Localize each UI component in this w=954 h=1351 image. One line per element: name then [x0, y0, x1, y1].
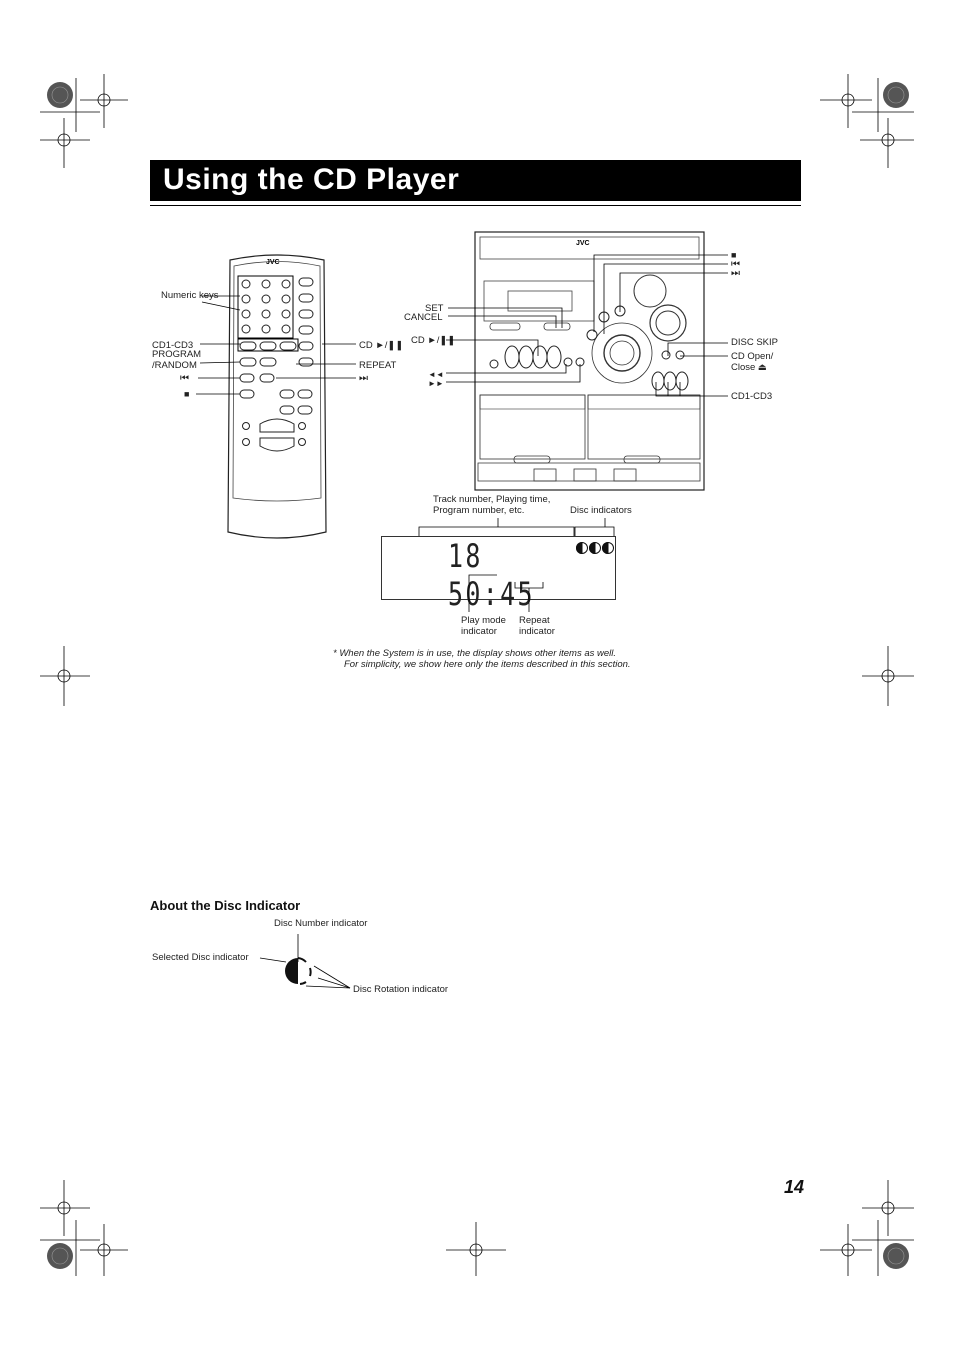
page-title: Using the CD Player	[163, 163, 460, 196]
stereo-unit-illustration: JVC	[474, 231, 705, 491]
footnote-line-2: For simplicity, we show here only the it…	[344, 659, 631, 670]
label-unit-cd-play: CD ►/❚❚	[411, 335, 456, 346]
title-rule	[150, 205, 801, 206]
label-set: SET	[425, 303, 444, 314]
label-disc-skip: DISC SKIP	[731, 337, 778, 348]
section-heading: About the Disc Indicator	[150, 898, 301, 913]
label-cancel: CANCEL	[404, 312, 443, 323]
footnote-line-1: * When the System is in use, the display…	[333, 648, 617, 659]
footnote: * When the System is in use, the display…	[333, 648, 631, 670]
label-track-info: Track number, Playing time, Program numb…	[433, 494, 573, 516]
remote-control-illustration: JVC	[227, 254, 327, 539]
unit-brand: JVC	[576, 240, 590, 247]
label-fast-forward: ►►	[428, 379, 444, 388]
lcd-readout: 18 50:45	[448, 537, 535, 613]
label-unit-cd1-cd3: CD1-CD3	[731, 391, 773, 402]
label-unit-next: ⏭	[731, 268, 740, 279]
page-title-bar: Using the CD Player	[150, 160, 801, 201]
label-disc-number: Disc Number indicator	[274, 918, 368, 929]
label-unit-stop: ■	[731, 250, 737, 260]
label-track-info-text: Track number, Playing time, Program numb…	[433, 494, 551, 516]
label-unit-prev: ⏮	[731, 259, 740, 270]
label-play-mode: Play mode indicator	[461, 615, 506, 637]
page-number: 14	[784, 1177, 805, 1197]
label-disc-indicators: Disc indicators	[570, 505, 632, 516]
label-cd-open-close: CD Open/ Close ⏏	[731, 351, 774, 373]
remote-brand: JVC	[266, 259, 280, 266]
label-remote-next: ⏭	[359, 373, 368, 384]
label-rewind: ◄◄	[428, 370, 444, 379]
label-remote-repeat: REPEAT	[359, 360, 397, 371]
label-numeric-keys: Numeric keys	[161, 290, 219, 301]
label-repeat-indicator: Repeat indicator	[519, 615, 555, 637]
label-disc-rotation: Disc Rotation indicator	[353, 984, 449, 995]
label-selected-disc: Selected Disc indicator	[152, 952, 249, 963]
label-remote-prev: ⏮	[180, 373, 189, 384]
label-remote-stop: ■	[184, 389, 190, 399]
label-program-random: PROGRAM /RANDOM	[152, 349, 202, 371]
label-remote-cd-play: CD ►/❚❚	[359, 340, 404, 351]
label-remote-cd1-cd3: CD1-CD3	[152, 340, 194, 351]
